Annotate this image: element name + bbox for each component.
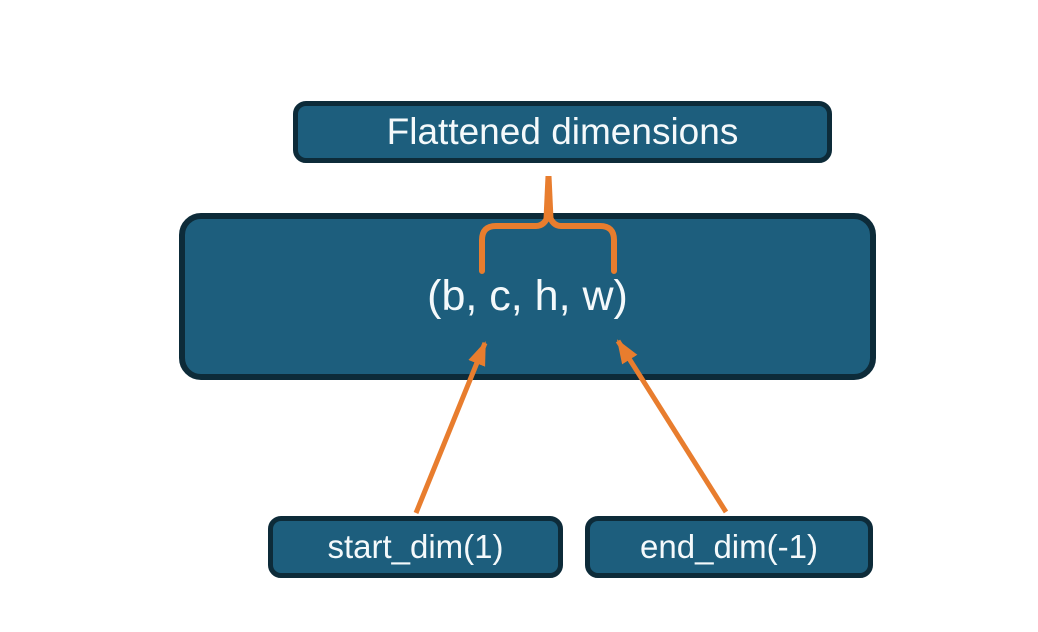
node-flattened-dimensions-label: Flattened dimensions [386, 111, 739, 152]
node-tensor-shape-label: (b, c, h, w) [427, 272, 628, 320]
node-end-dim: end_dim(-1) [585, 516, 873, 578]
node-start-dim-label: start_dim(1) [327, 528, 504, 565]
node-start-dim: start_dim(1) [268, 516, 563, 578]
node-tensor-shape: (b, c, h, w) [179, 213, 876, 380]
node-flattened-dimensions: Flattened dimensions [293, 101, 832, 163]
node-end-dim-label: end_dim(-1) [640, 528, 818, 565]
